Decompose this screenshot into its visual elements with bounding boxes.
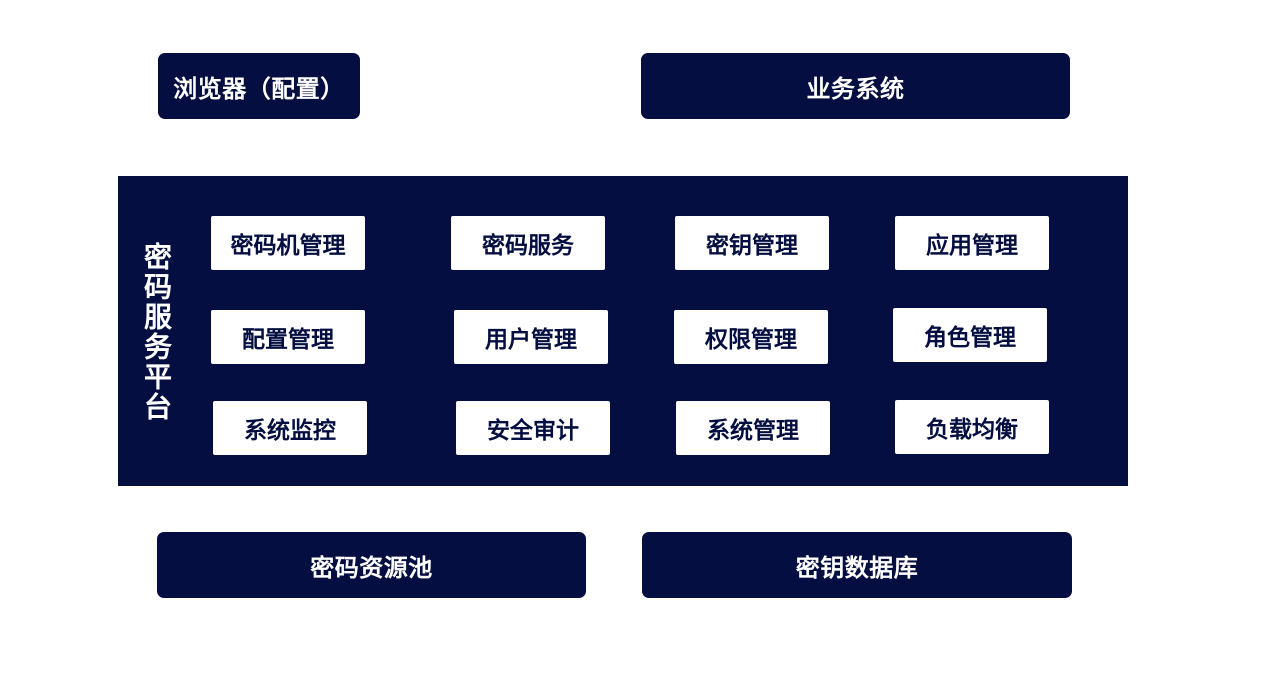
module-key-mgmt: 密钥管理 [675, 216, 829, 270]
module-load-balance: 负载均衡 [895, 400, 1049, 454]
module-crypto-service: 密码服务 [451, 216, 605, 270]
module-security-audit: 安全审计 [456, 401, 610, 455]
module-user-mgmt: 用户管理 [454, 310, 608, 364]
key-database-box: 密钥数据库 [642, 532, 1072, 598]
module-system-mgmt: 系统管理 [676, 401, 830, 455]
module-permission-mgmt: 权限管理 [674, 310, 828, 364]
module-system-monitor: 系统监控 [213, 401, 367, 455]
crypto-resource-pool-box: 密码资源池 [157, 532, 586, 598]
business-system-box: 业务系统 [641, 53, 1070, 119]
module-config-mgmt: 配置管理 [211, 310, 365, 364]
module-app-mgmt: 应用管理 [895, 216, 1049, 270]
module-role-mgmt: 角色管理 [893, 308, 1047, 362]
platform-label: 密码服务平台 [140, 242, 173, 422]
module-crypto-machine-mgmt: 密码机管理 [211, 216, 365, 270]
browser-config-box: 浏览器（配置） [158, 53, 360, 119]
